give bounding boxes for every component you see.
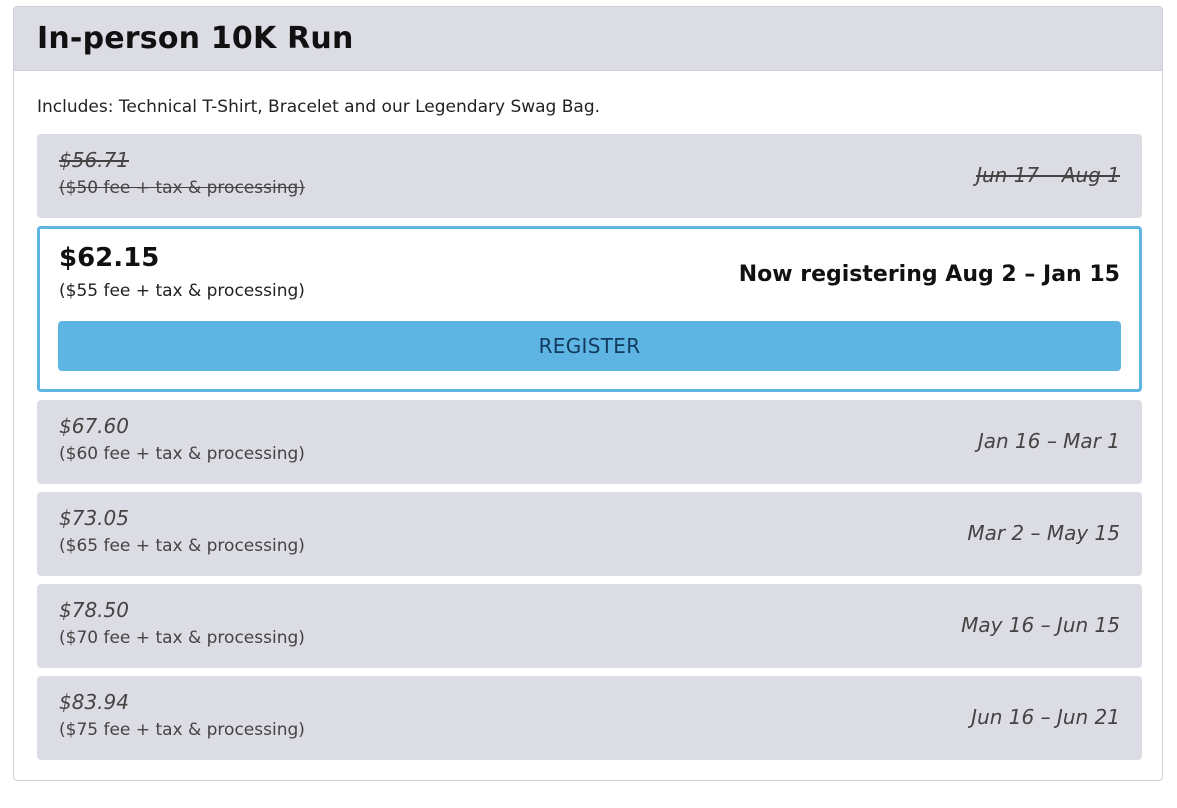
tier-price: $62.15 xyxy=(59,243,160,273)
register-button[interactable]: REGISTER xyxy=(58,321,1121,371)
tier-fee: ($60 fee + tax & processing) xyxy=(59,444,305,464)
price-tier-current: $62.15 ($55 fee + tax & processing) Now … xyxy=(37,226,1142,392)
tier-dates: Jun 17 – Aug 1 xyxy=(976,163,1120,187)
tier-dates: Jun 16 – Jun 21 xyxy=(971,705,1120,729)
tier-dates: Jan 16 – Mar 1 xyxy=(977,429,1120,453)
tier-price: $78.50 xyxy=(59,598,129,622)
tier-price: $73.05 xyxy=(59,506,129,530)
tier-fee: ($75 fee + tax & processing) xyxy=(59,720,305,740)
tier-dates: Mar 2 – May 15 xyxy=(967,521,1120,545)
price-tier-upcoming: $78.50 ($70 fee + tax & processing) May … xyxy=(37,584,1142,668)
card-header: In-person 10K Run xyxy=(14,7,1162,71)
tier-price: $56.71 xyxy=(59,148,129,172)
tier-price: $67.60 xyxy=(59,414,129,438)
registration-card: In-person 10K Run Includes: Technical T-… xyxy=(13,6,1163,781)
tier-fee: ($50 fee + tax & processing) xyxy=(59,178,305,198)
tier-dates: Now registering Aug 2 – Jan 15 xyxy=(738,262,1120,287)
tier-price: $83.94 xyxy=(59,690,129,714)
tier-fee: ($70 fee + tax & processing) xyxy=(59,628,305,648)
tier-fee: ($65 fee + tax & processing) xyxy=(59,536,305,556)
price-tier-expired: $56.71 ($50 fee + tax & processing) Jun … xyxy=(37,134,1142,218)
price-tier-upcoming: $67.60 ($60 fee + tax & processing) Jan … xyxy=(37,400,1142,484)
price-tier-upcoming: $83.94 ($75 fee + tax & processing) Jun … xyxy=(37,676,1142,760)
event-title: In-person 10K Run xyxy=(37,21,354,56)
tier-dates: May 16 – Jun 15 xyxy=(961,613,1120,637)
includes-text: Includes: Technical T-Shirt, Bracelet an… xyxy=(37,97,601,117)
tier-fee: ($55 fee + tax & processing) xyxy=(59,281,305,301)
price-tier-upcoming: $73.05 ($65 fee + tax & processing) Mar … xyxy=(37,492,1142,576)
